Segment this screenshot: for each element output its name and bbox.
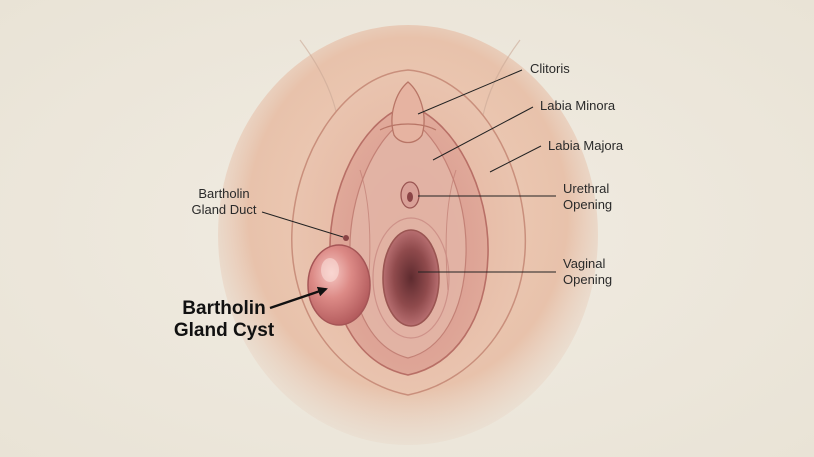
label-vaginal-opening: Vaginal Opening (563, 256, 612, 288)
labia-minora-leader (432, 106, 534, 161)
label-duct-line1: Bartholin (198, 186, 250, 201)
label-clitoris: Clitoris (530, 61, 570, 76)
label-labia-minora: Labia Minora (540, 98, 616, 113)
labia-majora-leader (489, 145, 542, 173)
label-vaginal-line2: Opening (563, 272, 613, 287)
label-cyst-line1: Bartholin (182, 298, 266, 319)
label-bartholin-cyst: Bartholin Gland Cyst (170, 298, 278, 342)
label-urethral-line2: Opening (563, 197, 613, 212)
label-bartholin-duct: Bartholin Gland Duct (184, 186, 264, 218)
label-cyst-line2: Gland Cyst (173, 320, 275, 341)
label-duct-line2: Gland Duct (191, 202, 257, 217)
label-vaginal-line1: Vaginal (563, 256, 606, 271)
vaginal-opening-shape (382, 229, 440, 327)
label-labia-majora: Labia Majora (548, 138, 624, 153)
clitoris-leader (417, 69, 523, 115)
duct-leader (261, 211, 344, 238)
label-urethral-line1: Urethral (563, 181, 610, 196)
bartholin-cyst-shape (307, 244, 371, 326)
label-urethral-opening: Urethral Opening (563, 181, 612, 213)
clitoris-shape (391, 81, 425, 144)
cyst-arrow (269, 286, 328, 310)
bartholin-duct-opening (343, 235, 349, 241)
